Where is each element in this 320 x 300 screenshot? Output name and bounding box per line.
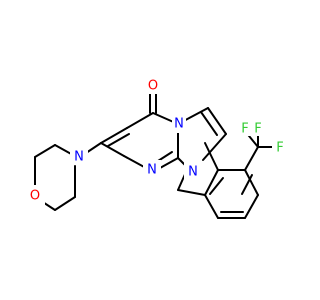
- carbonyl-oxygen-atom: O: [148, 79, 158, 94]
- atom-background: [184, 162, 202, 180]
- bond: [244, 169, 259, 196]
- atom-background: [237, 120, 253, 136]
- bond: [157, 151, 173, 162]
- atom-background: [70, 147, 88, 165]
- bond: [159, 157, 179, 169]
- pyrimidine-nitrogen-atom: N: [147, 163, 157, 178]
- bond: [204, 142, 219, 171]
- imidazole-nitrogen-atom: N: [188, 165, 198, 180]
- bond: [209, 177, 224, 195]
- bond: [244, 146, 259, 171]
- fluorine-atom: F: [254, 122, 261, 137]
- atom-background: [144, 76, 162, 94]
- fluorine-atom: F: [276, 141, 283, 156]
- morpholine-oxygen-atom: O: [30, 189, 40, 204]
- bond: [241, 174, 253, 195]
- bond: [126, 112, 154, 129]
- atom-background: [172, 115, 186, 133]
- atom-background: [272, 139, 288, 155]
- bridgehead-nitrogen-atom: N: [174, 117, 184, 132]
- atom-background: [250, 120, 266, 136]
- atom-background: [25, 185, 45, 205]
- bond: [123, 155, 147, 169]
- bond: [207, 107, 227, 135]
- bond: [202, 133, 227, 161]
- bond: [100, 127, 128, 144]
- bond: [34, 144, 56, 158]
- atom-background: [143, 160, 161, 178]
- bond: [100, 142, 125, 157]
- molecule-structure-diagram: O N N N N O F F F: [25, 76, 288, 219]
- bond: [177, 189, 206, 196]
- bond: [200, 111, 218, 136]
- atom-labels: O N N N N O F F F: [25, 76, 288, 205]
- fluorine-atom: F: [241, 122, 248, 137]
- bond: [244, 194, 259, 219]
- morpholine-nitrogen-atom: N: [74, 150, 84, 165]
- bond: [204, 169, 219, 196]
- bond: [204, 194, 219, 219]
- bond: [107, 133, 130, 147]
- bond: [54, 196, 76, 211]
